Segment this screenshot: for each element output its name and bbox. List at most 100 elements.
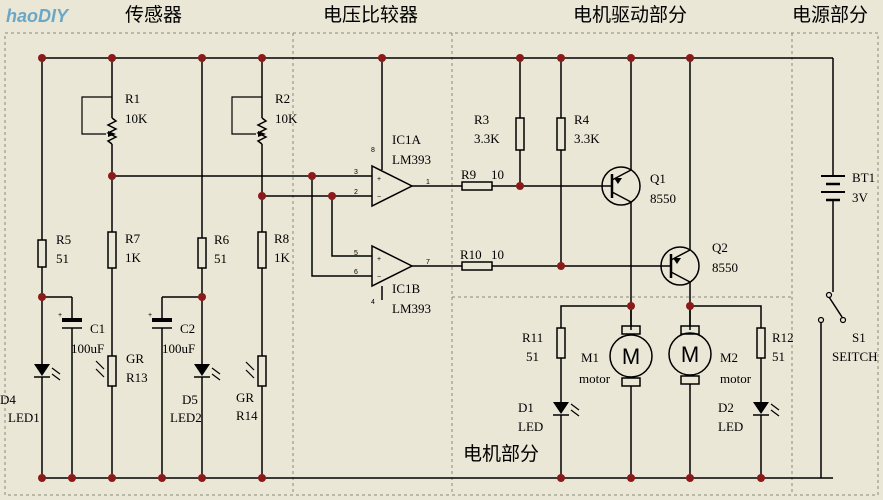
section-title-motor: 电机部分 (463, 443, 539, 465)
s1-ref: S1 (852, 330, 866, 345)
svg-text:+: + (58, 312, 62, 319)
motor-right-branch (690, 305, 780, 478)
d1-value: LED (518, 419, 543, 434)
m2-value: motor (720, 371, 752, 386)
capacitor-c1: + (42, 296, 82, 478)
r5-value: 51 (56, 251, 69, 266)
battery-bt1 (821, 58, 845, 292)
comparator-input-wires (112, 58, 383, 300)
r6-ref: R6 (214, 232, 230, 247)
gr14-ref: GR (236, 390, 254, 405)
transistor-q1 (601, 58, 641, 330)
top-rail (41, 57, 833, 240)
switch-s1 (817, 291, 847, 478)
c1-value: 100uF (71, 341, 104, 356)
pin-1: 1 (426, 179, 430, 186)
r3-value: 3.3K (474, 131, 500, 146)
junction-dots (38, 54, 765, 482)
resistor-r10 (461, 261, 662, 271)
r9-value: 10 (491, 167, 504, 182)
pin-7: 7 (426, 259, 430, 266)
section-title-sensor: 传感器 (125, 4, 182, 26)
resistor-r6 (197, 58, 207, 364)
m2-letter: M (681, 342, 699, 367)
r5-ref: R5 (56, 232, 71, 247)
s1-value: SEITCH (832, 349, 878, 364)
motor-m2 (668, 306, 712, 478)
r1-ref: R1 (125, 91, 140, 106)
r4-ref: R4 (574, 112, 590, 127)
ic1b-ref: IC1B (392, 281, 421, 296)
d2-value: LED (718, 419, 743, 434)
q2-value: 8550 (712, 260, 738, 275)
d5-ref: D5 (182, 392, 198, 407)
section-title-comparator: 电压比较器 (323, 4, 418, 26)
r8-ref: R8 (274, 231, 289, 246)
d4-ref: D4 (0, 392, 16, 407)
svg-text:+: + (148, 312, 152, 319)
m2-ref: M2 (720, 350, 738, 365)
pin-5: 5 (354, 250, 358, 257)
bt1-ref: BT1 (852, 170, 875, 185)
r8-value: 1K (274, 250, 291, 265)
comparator-ic1a: + − (371, 164, 462, 208)
diagram-border (4, 32, 879, 496)
resistor-r8 (257, 231, 267, 356)
q2-ref: Q2 (712, 240, 728, 255)
r12-value: 51 (772, 349, 785, 364)
pin-3: 3 (354, 169, 358, 176)
pin-6: 6 (354, 269, 358, 276)
r10-value: 10 (491, 247, 504, 262)
r12-ref: R12 (772, 330, 794, 345)
svg-text:−: − (377, 274, 381, 281)
q1-ref: Q1 (650, 171, 666, 186)
pin-4: 4 (371, 299, 375, 306)
r4-value: 3.3K (574, 131, 600, 146)
d4-value: LED1 (8, 410, 40, 425)
svg-text:−: − (377, 194, 381, 201)
section-title-power: 电源部分 (792, 4, 868, 26)
potentiometer-r1 (81, 58, 118, 232)
r3-ref: R3 (474, 112, 489, 127)
r11-value: 51 (526, 349, 539, 364)
r10-ref: R10 (460, 247, 482, 262)
r2-ref: R2 (275, 91, 290, 106)
r2-value: 10K (275, 111, 298, 126)
d1-ref: D1 (518, 400, 534, 415)
gr13-value: R13 (126, 370, 148, 385)
r7-value: 1K (125, 250, 142, 265)
ic1b-value: LM393 (392, 301, 431, 316)
comparator-ic1b: + − (371, 244, 462, 288)
m1-value: motor (579, 371, 611, 386)
c2-value: 100uF (162, 341, 195, 356)
photoresistor-gr14 (245, 355, 267, 478)
d5-value: LED2 (170, 410, 202, 425)
d2-ref: D2 (718, 400, 734, 415)
resistor-r9 (461, 181, 604, 191)
ic1a-ref: IC1A (392, 132, 422, 147)
watermark-logo: haoDIY (6, 6, 70, 26)
ic1a-value: LM393 (392, 152, 431, 167)
resistor-r4 (556, 58, 566, 266)
motor-m1 (609, 306, 653, 478)
pin-8: 8 (371, 147, 375, 154)
section-title-driver: 电机驱动部分 (573, 4, 687, 26)
resistor-r3 (515, 58, 525, 186)
r9-ref: R9 (461, 167, 476, 182)
resistor-r5 (37, 239, 47, 318)
r7-ref: R7 (125, 231, 141, 246)
motor-left-branch (553, 305, 631, 478)
bt1-value: 3V (852, 190, 869, 205)
pin-2: 2 (354, 189, 358, 196)
potentiometer-r2 (231, 58, 268, 232)
led-d5 (194, 364, 221, 478)
led-d4 (34, 318, 61, 478)
c2-ref: C2 (180, 321, 195, 336)
m1-ref: M1 (581, 350, 599, 365)
svg-text:+: + (377, 176, 381, 183)
svg-text:+: + (377, 256, 381, 263)
resistor-r7 (107, 231, 117, 356)
r11-ref: R11 (522, 330, 543, 345)
